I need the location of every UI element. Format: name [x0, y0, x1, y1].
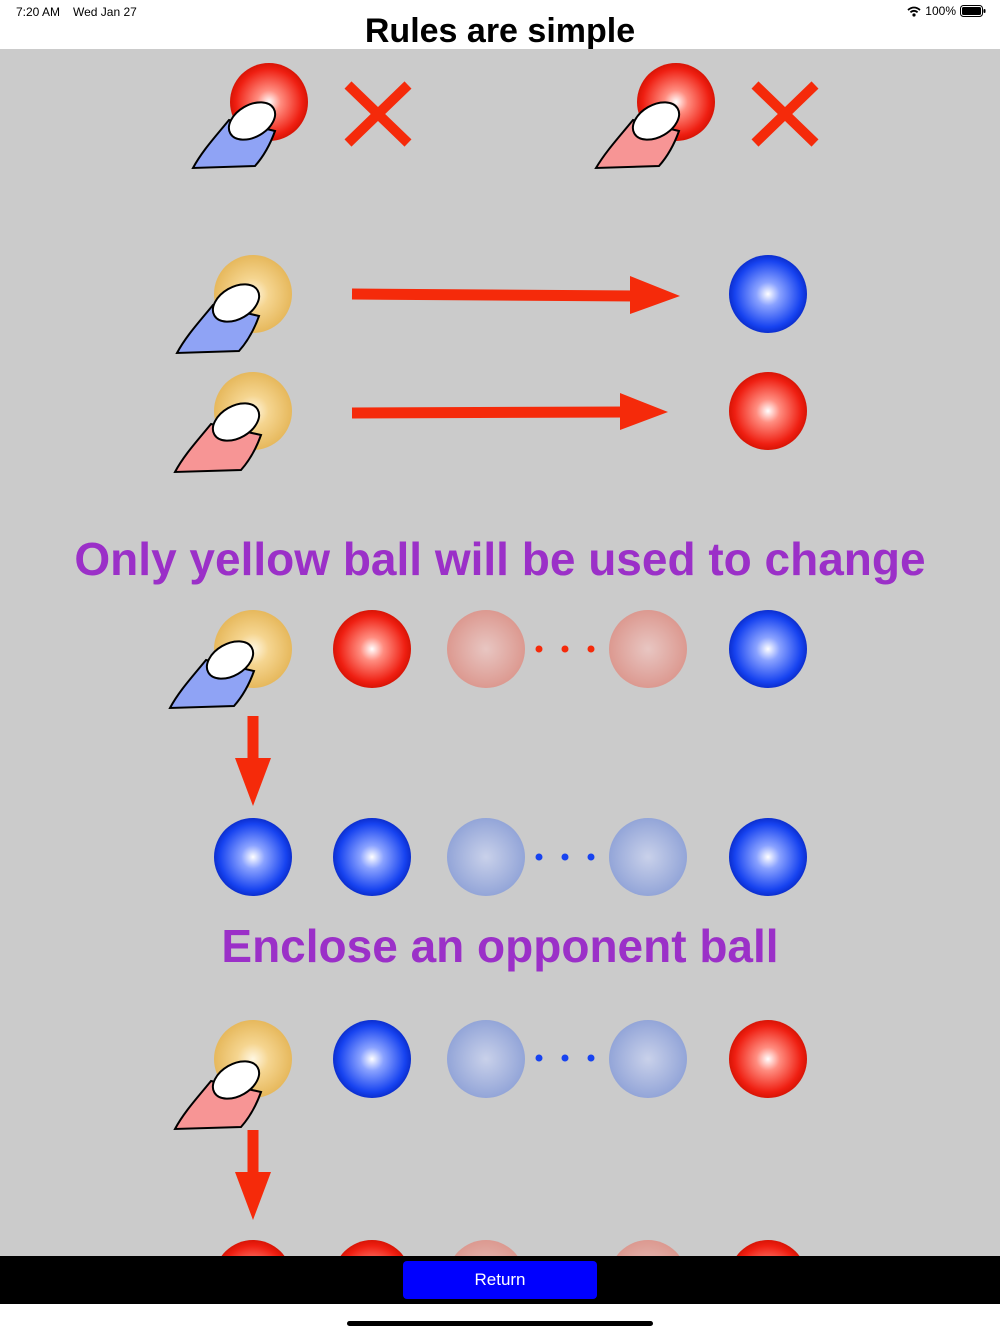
status-date: Wed Jan 27	[73, 5, 137, 19]
faded-red-ball	[609, 610, 687, 688]
battery-icon	[960, 5, 986, 17]
arrow-down-icon	[235, 1130, 271, 1220]
blue-ball	[729, 610, 807, 688]
red-finger-icon	[173, 402, 263, 474]
blue-ball	[729, 818, 807, 896]
red-ball	[729, 372, 807, 450]
faded-red-ball	[454, 1240, 518, 1256]
faded-blue-ball	[609, 818, 687, 896]
bottom-bar: Return	[0, 1256, 1000, 1304]
blue-ball	[333, 818, 411, 896]
status-time: 7:20 AM	[16, 5, 61, 19]
return-button[interactable]: Return	[403, 1261, 597, 1299]
faded-red-ball	[616, 1240, 680, 1256]
red-ball	[340, 1240, 404, 1256]
arrow-down-icon	[235, 716, 271, 806]
ellipsis-dots	[535, 645, 595, 653]
faded-red-ball	[447, 610, 525, 688]
red-finger-icon	[173, 1060, 263, 1131]
cross-icon	[344, 81, 412, 147]
heading-yellow-rule: Only yellow ball will be used to change	[74, 533, 926, 585]
red-ball	[333, 610, 411, 688]
red-finger-icon	[594, 101, 681, 170]
blue-ball	[729, 255, 807, 333]
arrow-right-icon	[351, 393, 668, 430]
home-indicator[interactable]	[347, 1321, 653, 1326]
battery-percent: 100%	[925, 4, 956, 18]
blue-finger-icon	[191, 101, 277, 170]
blue-ball	[333, 1020, 411, 1098]
status-right: 100%	[907, 4, 986, 18]
rules-content: Only yellow ball will be used to change …	[0, 49, 1000, 1256]
blue-finger-icon	[168, 640, 256, 710]
red-ball	[729, 1020, 807, 1098]
blue-finger-icon	[175, 283, 261, 355]
faded-blue-ball	[447, 1020, 525, 1098]
heading-enclose-rule: Enclose an opponent ball	[221, 920, 779, 972]
arrow-right-icon	[351, 276, 680, 314]
faded-blue-ball	[447, 818, 525, 896]
page-title: Rules are simple	[364, 12, 636, 50]
faded-blue-ball	[609, 1020, 687, 1098]
ellipsis-dots	[535, 1054, 595, 1062]
red-ball	[736, 1240, 800, 1256]
cross-icon	[751, 81, 819, 147]
blue-ball	[214, 818, 292, 896]
rules-illustration	[168, 63, 819, 1256]
status-bar: 7:20 AM Wed Jan 27 100%	[0, 0, 1000, 24]
wifi-icon	[907, 6, 921, 17]
red-ball	[221, 1240, 285, 1256]
ellipsis-dots	[535, 853, 595, 861]
